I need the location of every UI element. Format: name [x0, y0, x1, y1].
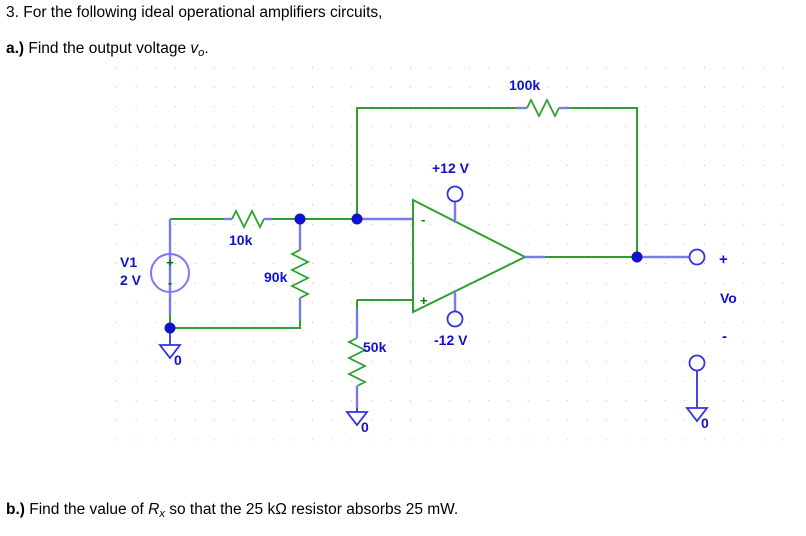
output-branch — [525, 248, 706, 266]
junction-node-feedback — [351, 213, 363, 225]
ground-symbol-2 — [345, 408, 369, 427]
junction-node-output — [631, 251, 643, 263]
circuit-schematic: 100k 10k 90k + - V1 2 V 0 — [0, 60, 806, 455]
resistor-label-90k: 90k — [264, 269, 288, 285]
feedback-branch — [356, 97, 638, 257]
source-value-label: 2 V — [120, 272, 142, 288]
problem-part-b: b.) Find the value of Rx so that the 25 … — [6, 501, 458, 521]
part-b-text-2: so that the 25 kΩ resistor absorbs 25 mW… — [164, 501, 459, 518]
part-a-suffix: . — [204, 40, 209, 57]
part-b-symbol-subscript: x — [159, 508, 165, 521]
source-name-label: V1 — [120, 254, 137, 270]
ground-label-1: 0 — [174, 352, 182, 368]
part-a-label: a.) — [6, 40, 25, 57]
part-b-label: b.) — [6, 501, 25, 518]
part-a-symbol-subscript: o — [198, 47, 205, 60]
problem-intro: 3. For the following ideal operational a… — [6, 4, 382, 23]
positive-supply-terminal — [446, 185, 464, 223]
resistor-label-100k: 100k — [509, 77, 540, 93]
opamp-noninverting-pin-label: + — [420, 293, 428, 308]
source-plus-sign: + — [166, 255, 174, 270]
input-branch — [170, 208, 413, 230]
junction-node-inverting — [294, 213, 306, 225]
output-plus-label: + — [719, 251, 728, 268]
negative-supply-label: -12 V — [434, 332, 468, 348]
output-voltage-label: Vo — [720, 290, 737, 306]
opamp — [412, 198, 528, 314]
ground-label-3: 0 — [701, 415, 709, 431]
opamp-inverting-pin-label: - — [421, 212, 425, 227]
part-b-symbol: R — [148, 501, 160, 518]
grid-dots — [116, 67, 784, 441]
ground-label-2: 0 — [361, 419, 369, 435]
resistor-label-10k: 10k — [229, 232, 253, 248]
positive-supply-label: +12 V — [432, 160, 470, 176]
junction-node-ground — [164, 322, 176, 334]
voltage-source-v1 — [150, 219, 190, 328]
part-a-text: Find the output voltage — [24, 40, 191, 57]
output-minus-label: - — [722, 328, 727, 345]
part-a-symbol: v — [190, 40, 199, 57]
source-minus-sign: - — [168, 275, 172, 290]
problem-intro-text: 3. For the following ideal operational a… — [6, 4, 383, 21]
negative-supply-terminal — [446, 290, 464, 328]
noninverting-branch-50k — [346, 299, 413, 408]
problem-part-a: a.) Find the output voltage vo. — [6, 40, 209, 60]
resistor-label-50k: 50k — [363, 339, 387, 355]
part-b-text-1: Find the value of — [24, 501, 149, 518]
ground-symbol-3 — [685, 354, 709, 423]
